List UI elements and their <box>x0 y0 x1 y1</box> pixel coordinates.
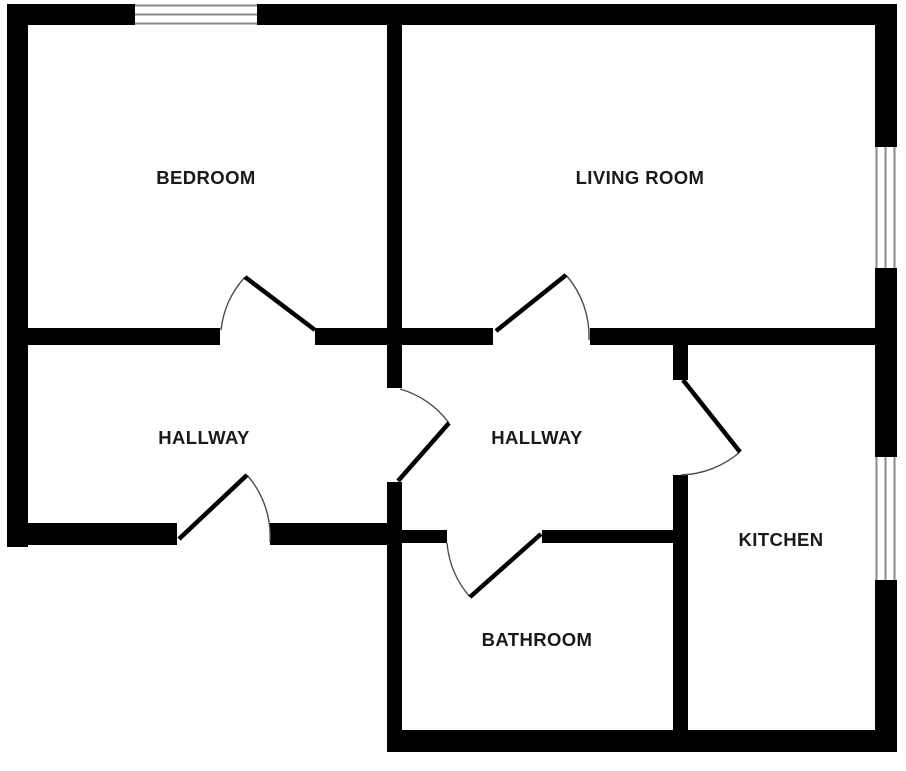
wall-bathroom-top-right <box>542 530 673 543</box>
wall-hallway-bottom-right <box>270 523 402 545</box>
windows <box>135 4 897 580</box>
door-kitchen-leaf <box>681 378 742 454</box>
window-bedroom-top-icon <box>135 4 257 25</box>
room-label-bathroom: BATHROOM <box>482 629 593 650</box>
door-living-room-leaf <box>494 273 568 333</box>
door-living-room-arc <box>565 274 590 341</box>
door-entrance-leaf <box>177 473 249 541</box>
wall-hallway-center-top <box>315 328 493 345</box>
window-living-room-right-icon <box>875 147 897 268</box>
wall-bathroom-top-left <box>402 530 447 543</box>
room-label-hallway-center: HALLWAY <box>491 427 583 448</box>
room-label-living-room: LIVING ROOM <box>576 167 705 188</box>
wall-bedroom-living-vertical <box>387 25 402 328</box>
wall-kitchen-left-lower <box>673 475 688 752</box>
wall-bedroom-hallway <box>25 328 220 345</box>
wall-exterior-left <box>7 4 28 547</box>
wall-hallway-bathroom-vertical <box>387 482 402 752</box>
wall-living-kitchen <box>590 328 875 345</box>
wall-exterior-bottom <box>387 730 897 752</box>
wall-hallway-vertical-upper <box>387 344 402 388</box>
wall-exterior-right <box>875 4 897 752</box>
door-bathroom-arc <box>446 542 471 598</box>
door-bedroom-arc <box>220 276 246 331</box>
door-leaves <box>177 273 742 599</box>
room-label-bedroom: BEDROOM <box>156 167 255 188</box>
door-entrance-arc <box>246 474 271 543</box>
door-bathroom-leaf <box>468 532 543 599</box>
wall-hallway-bottom-left <box>7 523 177 545</box>
room-label-kitchen: KITCHEN <box>738 529 823 550</box>
room-labels: BEDROOM LIVING ROOM HALLWAY HALLWAY KITC… <box>156 167 823 650</box>
door-hallway-center-arc <box>399 388 450 424</box>
door-arcs <box>220 274 741 598</box>
door-kitchen-arc <box>680 451 741 476</box>
door-bedroom-leaf <box>243 275 317 332</box>
room-label-hallway-left: HALLWAY <box>158 427 250 448</box>
walls <box>7 4 897 752</box>
wall-kitchen-left-upper <box>673 345 688 380</box>
door-hallway-center-leaf <box>396 421 451 483</box>
window-kitchen-right-icon <box>875 457 897 580</box>
